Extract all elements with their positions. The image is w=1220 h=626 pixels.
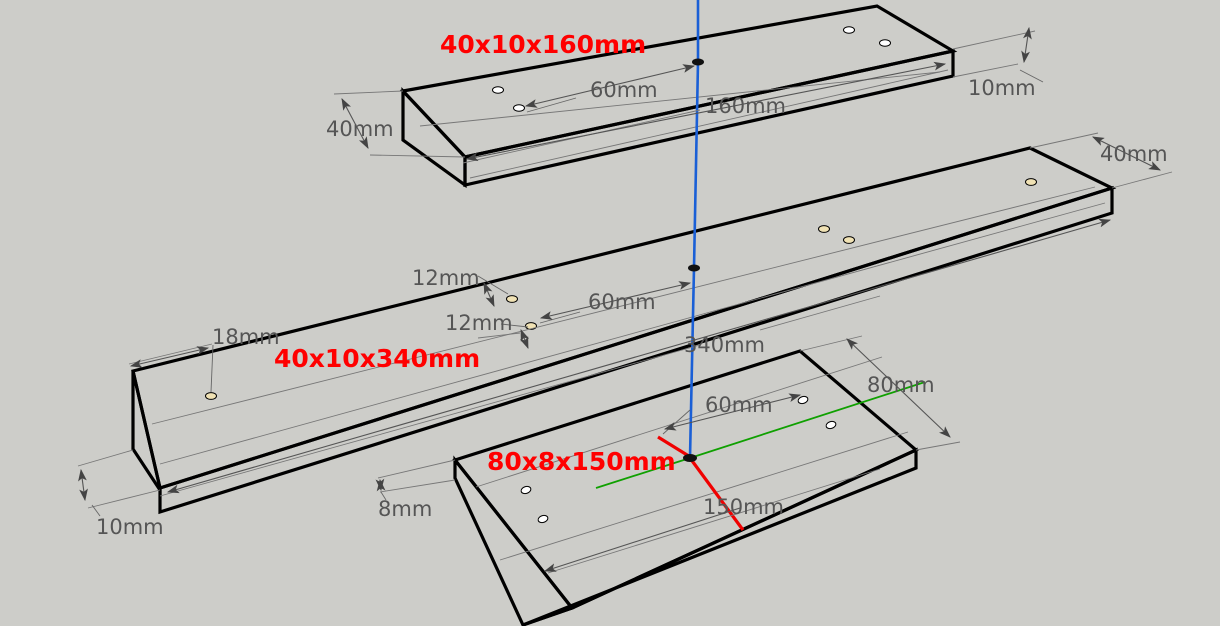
dimension-group-top-board: 40mm 60mm 160mm 10mm — [326, 26, 1044, 164]
ext-bot-len — [547, 468, 881, 574]
dimline-bot-length — [543, 507, 741, 572]
dim-label-bot-width: 80mm — [867, 373, 935, 397]
dimline-top-width — [341, 98, 369, 149]
hole-top-2 — [513, 104, 525, 112]
axis-origin-marker — [683, 454, 697, 462]
dim-label-top-width: 40mm — [326, 117, 394, 141]
dim-label-bot-hole-offset: 60mm — [705, 393, 773, 417]
hole-middle-4 — [818, 225, 830, 233]
dimline-top-thickness — [1021, 26, 1032, 64]
ext-top-width-a — [333, 90, 404, 95]
dim-label-top-length: 160mm — [705, 94, 786, 118]
dim-label-mid-12-b: 12mm — [445, 311, 513, 335]
dimension-group-bottom-board: 8mm 60mm 80mm 150mm — [375, 335, 961, 574]
leader-bot-8 — [380, 491, 387, 501]
dim-label-mid-hole-spacing: 60mm — [588, 290, 656, 314]
dim-label-mid-width: 40mm — [1100, 142, 1168, 166]
ext-top-width-b — [369, 154, 466, 158]
hole-middle-2 — [506, 295, 518, 303]
hole-middle-5 — [843, 236, 855, 244]
dimline-top-length — [465, 61, 947, 162]
dim-label-mid-thickness: 10mm — [96, 515, 164, 539]
hole-middle-1 — [205, 392, 217, 400]
ext-mid-w-b — [1111, 171, 1173, 189]
hole-middle-6 — [1025, 178, 1037, 186]
dim-label-top-thickness: 10mm — [968, 76, 1036, 100]
dim-label-mid-length: 340mm — [684, 333, 765, 357]
dim-label-mid-end-offset: 18mm — [212, 325, 280, 349]
dimline-bot-60 — [663, 393, 802, 431]
leader-top-10 — [1019, 69, 1044, 83]
ext-bot-w-b — [915, 441, 961, 451]
part-label-bottom-board: 80x8x150mm — [487, 447, 676, 476]
dimline-mid-thickness — [78, 468, 88, 502]
hole-top-1 — [492, 86, 504, 94]
dimline-mid-width — [1092, 136, 1161, 171]
dim-label-bot-length: 150mm — [703, 495, 784, 519]
dim-label-top-hole-offset: 60mm — [590, 78, 658, 102]
dimline-mid-length — [166, 218, 1112, 494]
ext-bot-th-a — [377, 459, 456, 479]
dimension-group-middle-board: 40mm 12mm 12mm 60mm 18mm 340mm — [77, 132, 1173, 539]
axis-marker-mid — [688, 264, 700, 272]
hole-top-4 — [879, 39, 891, 47]
part-label-top-board: 40x10x160mm — [440, 30, 646, 59]
hole-bottom-2 — [537, 514, 549, 524]
hole-top-3 — [843, 26, 855, 34]
part-label-middle-board: 40x10x340mm — [274, 344, 480, 373]
ext-top-th-b — [952, 63, 1019, 78]
ext-mid-w-a — [1029, 132, 1099, 149]
dim-label-mid-12-a: 12mm — [412, 266, 480, 290]
ext-mid-th-b — [87, 489, 161, 509]
ext-bot-th-b — [379, 479, 456, 493]
dimline-bot-width — [846, 338, 951, 438]
dimline-bot-thickness — [375, 478, 386, 492]
leader-mid-10 — [91, 504, 101, 517]
dim-label-bot-thickness: 8mm — [378, 497, 432, 521]
ext-mid-th-a — [77, 449, 134, 467]
axis-marker-top — [692, 58, 704, 66]
